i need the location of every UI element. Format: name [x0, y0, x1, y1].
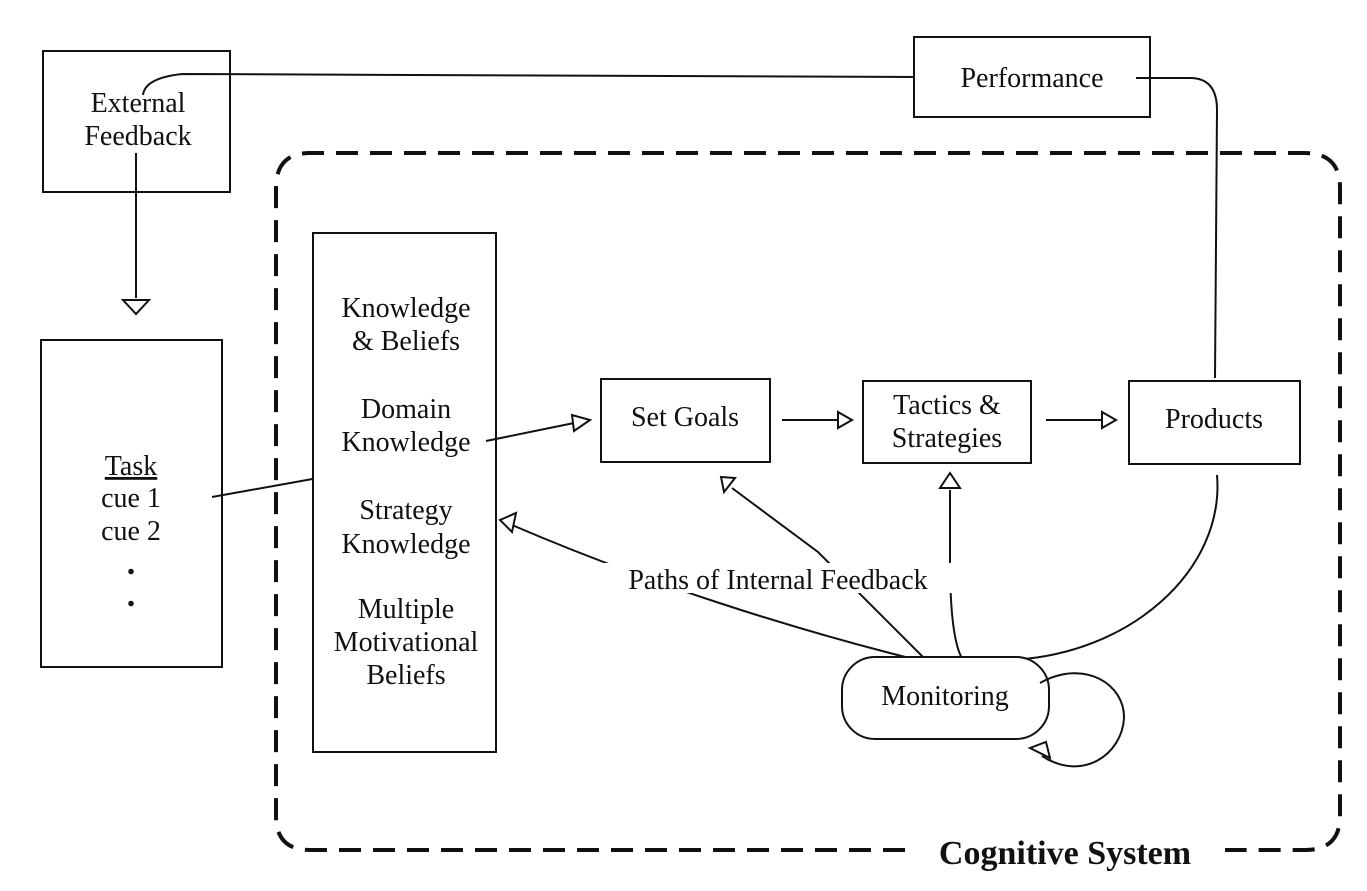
task-to-knowledge-line — [211, 477, 319, 498]
domain-knowledge-line2: Knowledge — [341, 427, 470, 458]
tactics-arrowhead — [837, 410, 855, 430]
products-box — [1128, 380, 1301, 465]
monitoring-label: Monitoring — [881, 681, 1009, 712]
monitoring-self-loop — [1039, 672, 1126, 768]
cognitive-system-label: Cognitive System — [939, 835, 1191, 872]
products-label: Products — [1165, 404, 1263, 435]
strategy-knowledge-arrowhead — [498, 511, 518, 535]
task-cue-2: cue 2 — [101, 516, 161, 547]
strategy-knowledge-line2: Knowledge — [341, 529, 470, 560]
domain-knowledge-line1: Domain — [361, 394, 451, 425]
strategy-knowledge-line1: Strategy — [359, 495, 452, 526]
set-goals-box — [600, 378, 771, 463]
task-ellipsis-dot-1: . — [127, 545, 136, 582]
external-feedback-label-line2: Feedback — [84, 121, 191, 152]
performance-label: Performance — [960, 63, 1103, 94]
tactics-strategies-line1: Tactics & — [893, 390, 1001, 421]
monitoring-box — [841, 656, 1050, 740]
external-feedback-label-line1: External — [91, 88, 186, 119]
task-cue-1: cue 1 — [101, 483, 161, 514]
tactics-strategies-line2: Strategies — [892, 423, 1002, 454]
self-loop-arrowhead — [1027, 740, 1052, 760]
knowledge-beliefs-line1: Knowledge — [341, 293, 470, 324]
products-to-monitoring-curve — [1009, 474, 1219, 661]
paths-of-internal-feedback-label: Paths of Internal Feedback — [628, 565, 927, 596]
monitoring-to-strategy-knowledge-path — [511, 524, 951, 669]
set-goals-feedback-arrowhead — [719, 475, 737, 495]
products-to-performance-line — [1136, 77, 1219, 379]
set-goals-arrowhead — [570, 413, 593, 433]
knowledge-to-set-goals-line — [485, 422, 575, 442]
monitoring-to-set-goals-path — [731, 487, 929, 663]
motivational-beliefs-line1: Multiple — [358, 594, 454, 625]
knowledge-beliefs-box — [312, 232, 497, 753]
knowledge-beliefs-line2: & Beliefs — [352, 326, 460, 357]
cognitive-system-boundary — [274, 151, 1342, 852]
paths-label-background — [598, 563, 958, 593]
products-arrowhead — [1101, 410, 1119, 430]
task-arrowhead — [120, 299, 152, 316]
task-ellipsis-dot-2: . — [127, 577, 136, 614]
motivational-beliefs-line2: Motivational — [334, 627, 479, 658]
set-goals-label: Set Goals — [631, 402, 739, 433]
performance-to-external-feedback-line — [142, 72, 915, 96]
task-title: Task — [105, 451, 157, 482]
motivational-beliefs-line3: Beliefs — [366, 660, 445, 691]
performance-box — [913, 36, 1151, 118]
tactics-strategies-box — [862, 380, 1032, 464]
tactics-feedback-arrowhead — [938, 471, 962, 489]
task-box — [40, 339, 223, 668]
